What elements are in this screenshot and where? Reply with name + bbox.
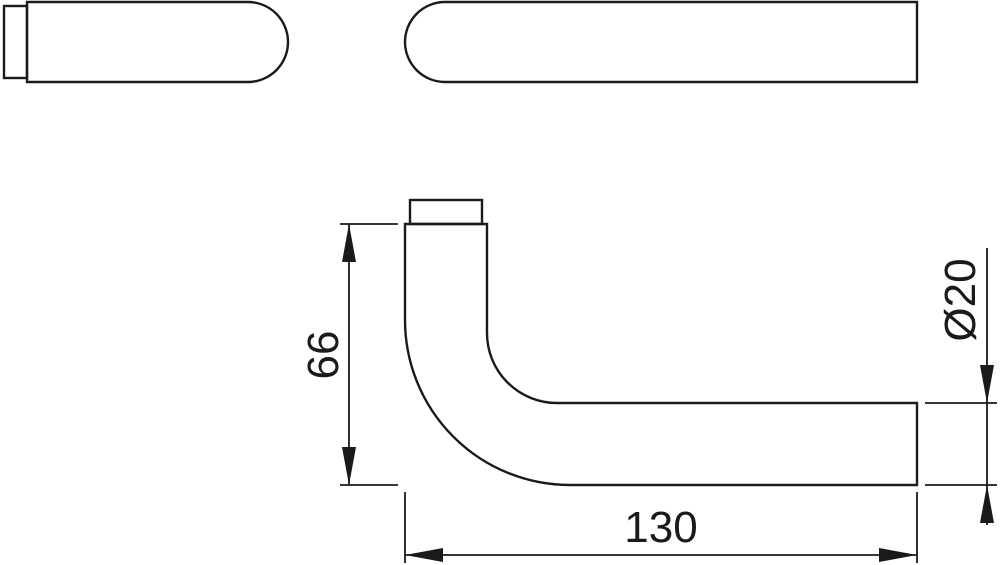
side-view-right [403,0,919,84]
height-label: 66 [299,331,348,380]
side-view-left [2,0,290,84]
diameter-label: Ø20 [936,258,985,341]
length-dimension: 130 [404,492,918,563]
diameter-dimension: Ø20 [925,248,997,525]
length-label: 130 [624,503,697,552]
height-dimension: 66 [299,223,398,486]
lever-front-view [403,198,919,487]
